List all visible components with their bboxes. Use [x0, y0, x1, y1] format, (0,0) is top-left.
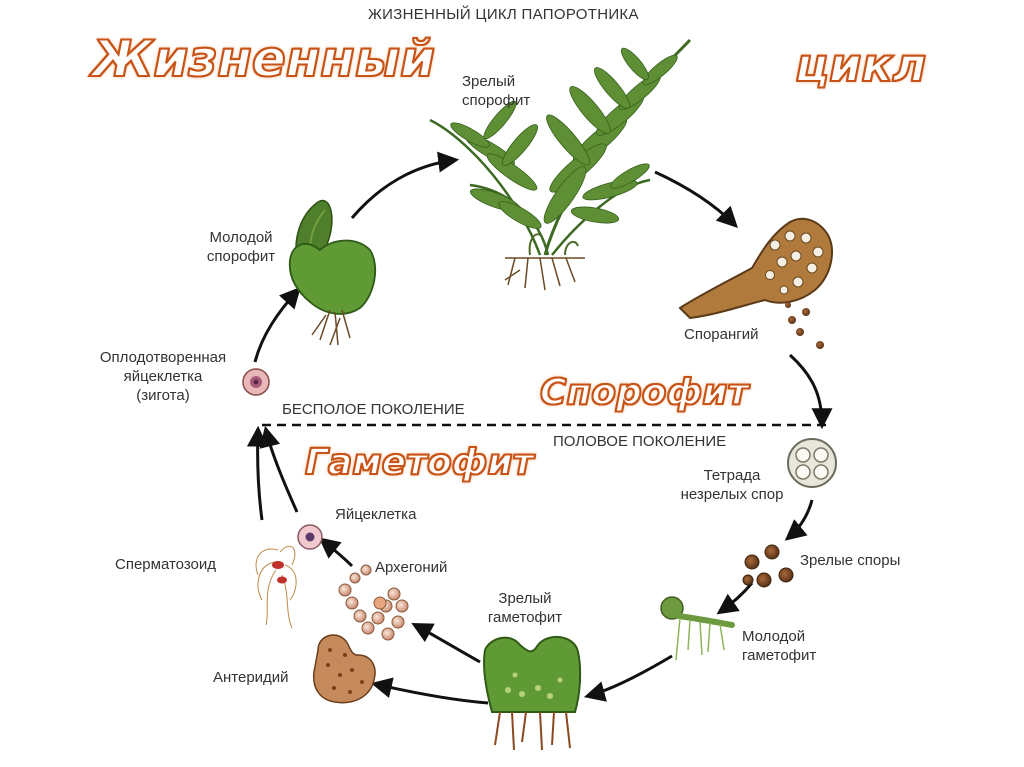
arrow-young-to-mature-sporophyte — [350, 151, 460, 219]
mature-sporophyte-fern — [429, 38, 692, 291]
label-sporangium: Спорангий — [684, 326, 759, 343]
sexual-generation-label: ПОЛОВОЕ ПОКОЛЕНИЕ — [553, 433, 727, 450]
arrow-archegonium-to-egg — [318, 537, 354, 568]
arrow-young-to-mature-gametophyte — [583, 654, 673, 702]
label-antheridium: Антеридий — [213, 669, 289, 686]
label-zygote: Оплодотворенная яйцеклетка (зигота) — [99, 349, 227, 404]
antheridium — [312, 634, 376, 704]
label-mature-spores: Зрелые споры — [800, 552, 901, 569]
spermatozoid — [255, 545, 297, 629]
arrow-gametophyte-to-antheridium — [370, 677, 489, 705]
arrow-spores-to-young-gametophyte — [716, 582, 754, 615]
label-young-sporophyte: Молодой спорофит — [206, 229, 276, 265]
label-mature-sporophyte: Зрелый спорофит — [462, 73, 531, 109]
label-archegonium: Архегоний — [375, 559, 448, 576]
overlay-word-life: Жизненный — [91, 29, 436, 89]
arrow-sporangium-to-tetrad — [788, 353, 833, 430]
arrow-tetrad-to-spores — [784, 499, 814, 541]
overlay-word-gametophyte: Гаметофит — [304, 441, 534, 484]
label-mature-gametophyte: Зрелый гаметофит — [487, 590, 563, 626]
spore-tetrad — [787, 438, 837, 488]
arrow-egg-to-zygote — [259, 425, 299, 513]
asexual-generation-label: БЕСПОЛОЕ ПОКОЛЕНИЕ — [282, 401, 465, 418]
label-egg: Яйцеклетка — [335, 506, 417, 523]
arrow-sporophyte-to-sporangium — [654, 170, 738, 228]
sporangium — [678, 217, 833, 349]
mature-spores — [742, 544, 794, 588]
diagram-title: ЖИЗНЕННЫЙ ЦИКЛ ПАПОРОТНИКА — [368, 6, 639, 23]
mature-gametophyte — [482, 636, 582, 751]
arrow-gametophyte-to-archegonium — [411, 623, 481, 664]
cycle-arrows — [246, 151, 833, 705]
young-gametophyte — [660, 596, 735, 661]
arrow-zygote-to-young-sporophyte — [253, 286, 301, 363]
arrow-antheridium-to-zygote — [246, 425, 268, 521]
egg-cell — [297, 524, 323, 550]
label-young-gametophyte: Молодой гаметофит — [742, 628, 817, 664]
archegonium — [338, 564, 409, 641]
label-spermatozoid: Сперматозоид — [115, 556, 217, 573]
overlay-word-sporophyte: Спорофит — [539, 371, 749, 414]
label-tetrad: Тетрада незрелых спор — [680, 467, 784, 503]
zygote — [242, 368, 270, 396]
overlay-word-cycle: цикл — [794, 37, 927, 93]
young-sporophyte — [288, 199, 377, 346]
